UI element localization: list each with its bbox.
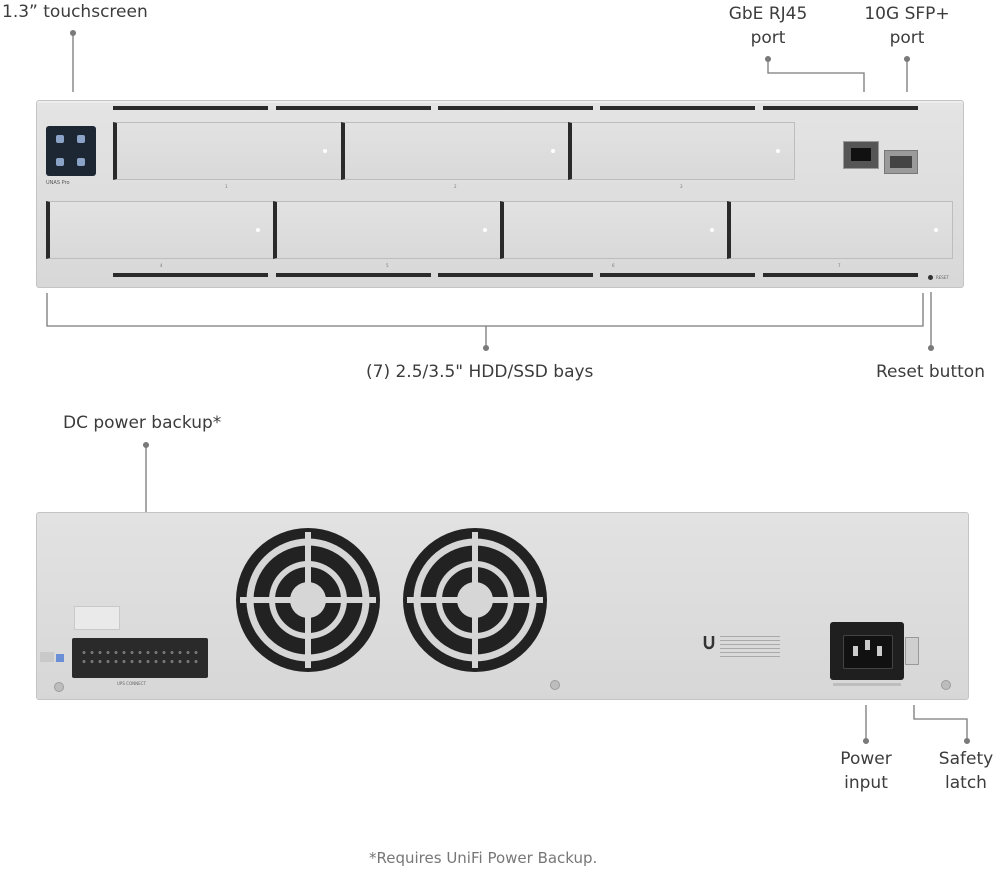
bay-number: 1	[225, 184, 228, 189]
slot-top	[438, 106, 593, 110]
screw-icon	[54, 682, 64, 692]
slot-top	[600, 106, 755, 110]
drive-bay-2[interactable]	[341, 122, 570, 180]
fan-grille-icon	[240, 532, 376, 668]
fan-grille-icon	[407, 532, 543, 668]
iec-c14-inlet	[843, 635, 893, 669]
bay-number: 2	[454, 184, 457, 189]
bay-latch-dot	[776, 149, 780, 153]
bay-latch-dot	[323, 149, 327, 153]
screen-icon	[77, 158, 85, 166]
callout-dot-latch	[963, 737, 971, 745]
cooling-fan-1	[236, 528, 380, 672]
callout-dot-power	[862, 737, 870, 745]
drive-bay-6[interactable]	[500, 201, 729, 259]
callout-bracket-bays	[46, 293, 924, 327]
callout-dot-dc	[142, 441, 150, 449]
slot-bottom	[276, 273, 431, 277]
label-sfp-port-line1: 10G SFP+	[864, 4, 950, 24]
touchscreen-display[interactable]	[46, 126, 96, 176]
bay-number: 4	[160, 263, 163, 268]
bay-number: 5	[386, 263, 389, 268]
label-gbe-port-line1: GbE RJ45	[728, 4, 808, 24]
power-rating-text	[833, 683, 901, 686]
pin	[865, 640, 870, 650]
slot-bottom	[113, 273, 268, 277]
slot-bottom	[763, 273, 918, 277]
callout-dot-bays	[482, 344, 490, 352]
drive-bay-7[interactable]	[727, 201, 953, 259]
label-touchscreen: 1.3” touchscreen	[2, 2, 148, 22]
drive-bay-5[interactable]	[273, 201, 502, 259]
screw-icon	[941, 680, 951, 690]
dc-power-backup-connector[interactable]	[72, 638, 208, 678]
label-dc-power-backup: DC power backup*	[63, 413, 222, 433]
callout-dot-touchscreen	[69, 29, 77, 37]
pin	[853, 646, 858, 656]
label-power-input: Power input	[826, 747, 906, 795]
bay-number: 6	[612, 263, 615, 268]
label-sfp-port: 10G SFP+ port	[853, 2, 961, 50]
label-sfp-port-line2: port	[889, 28, 925, 48]
bay-latch-dot	[256, 228, 260, 232]
bay-latch-dot	[934, 228, 938, 232]
callout-dot-sfp	[903, 55, 911, 63]
drive-bay-3[interactable]	[568, 122, 795, 180]
bay-latch-dot	[483, 228, 487, 232]
sfp-socket	[890, 156, 912, 168]
label-gbe-port: GbE RJ45 port	[718, 2, 818, 50]
footnote: *Requires UniFi Power Backup.	[369, 849, 598, 867]
rj45-socket	[851, 148, 871, 161]
serial-sticker	[74, 606, 120, 630]
drive-bay-1[interactable]	[113, 122, 342, 180]
gbe-rj45-port[interactable]	[843, 141, 879, 169]
callout-line-latch	[913, 705, 968, 741]
ground-marking	[40, 652, 54, 662]
bay-latch-dot	[551, 149, 555, 153]
connector-label: UPS CONNECT	[117, 681, 146, 686]
label-safety-latch-line2: latch	[945, 773, 987, 793]
model-badge: UNAS Pro	[46, 180, 70, 186]
drive-bay-4[interactable]	[46, 201, 275, 259]
indicator-icon	[56, 654, 64, 662]
label-reset-button: Reset button	[876, 362, 985, 382]
slot-bottom	[600, 273, 755, 277]
label-bays: (7) 2.5/3.5" HDD/SSD bays	[366, 362, 594, 382]
label-safety-latch: Safety latch	[928, 747, 997, 795]
slot-top	[763, 106, 918, 110]
label-gbe-port-line2: port	[750, 28, 786, 48]
slot-top	[276, 106, 431, 110]
sfp-plus-port[interactable]	[884, 150, 918, 174]
callout-dot-gbe	[764, 55, 772, 63]
label-safety-latch-line1: Safety	[938, 749, 994, 769]
slot-top	[113, 106, 268, 110]
callout-line-gbe	[767, 59, 865, 92]
bay-latch-dot	[710, 228, 714, 232]
reset-button[interactable]	[928, 275, 933, 280]
screen-icon	[77, 135, 85, 143]
bay-number: 7	[838, 263, 841, 268]
screw-icon	[550, 680, 560, 690]
regulatory-text	[720, 636, 780, 658]
power-input-socket[interactable]	[830, 622, 904, 680]
bay-number: 3	[680, 184, 683, 189]
reset-marking: RESET	[936, 275, 949, 280]
label-power-input-line1: Power	[840, 749, 892, 769]
callout-dot-reset	[927, 344, 935, 352]
label-power-input-line2: input	[844, 773, 888, 793]
screen-icon	[56, 158, 64, 166]
cooling-fan-2	[403, 528, 547, 672]
ubiquiti-logo-icon	[703, 634, 715, 650]
pin	[877, 646, 882, 656]
slot-bottom	[438, 273, 593, 277]
screen-icon	[56, 135, 64, 143]
connector-pins	[80, 648, 200, 668]
safety-latch[interactable]	[905, 637, 919, 665]
